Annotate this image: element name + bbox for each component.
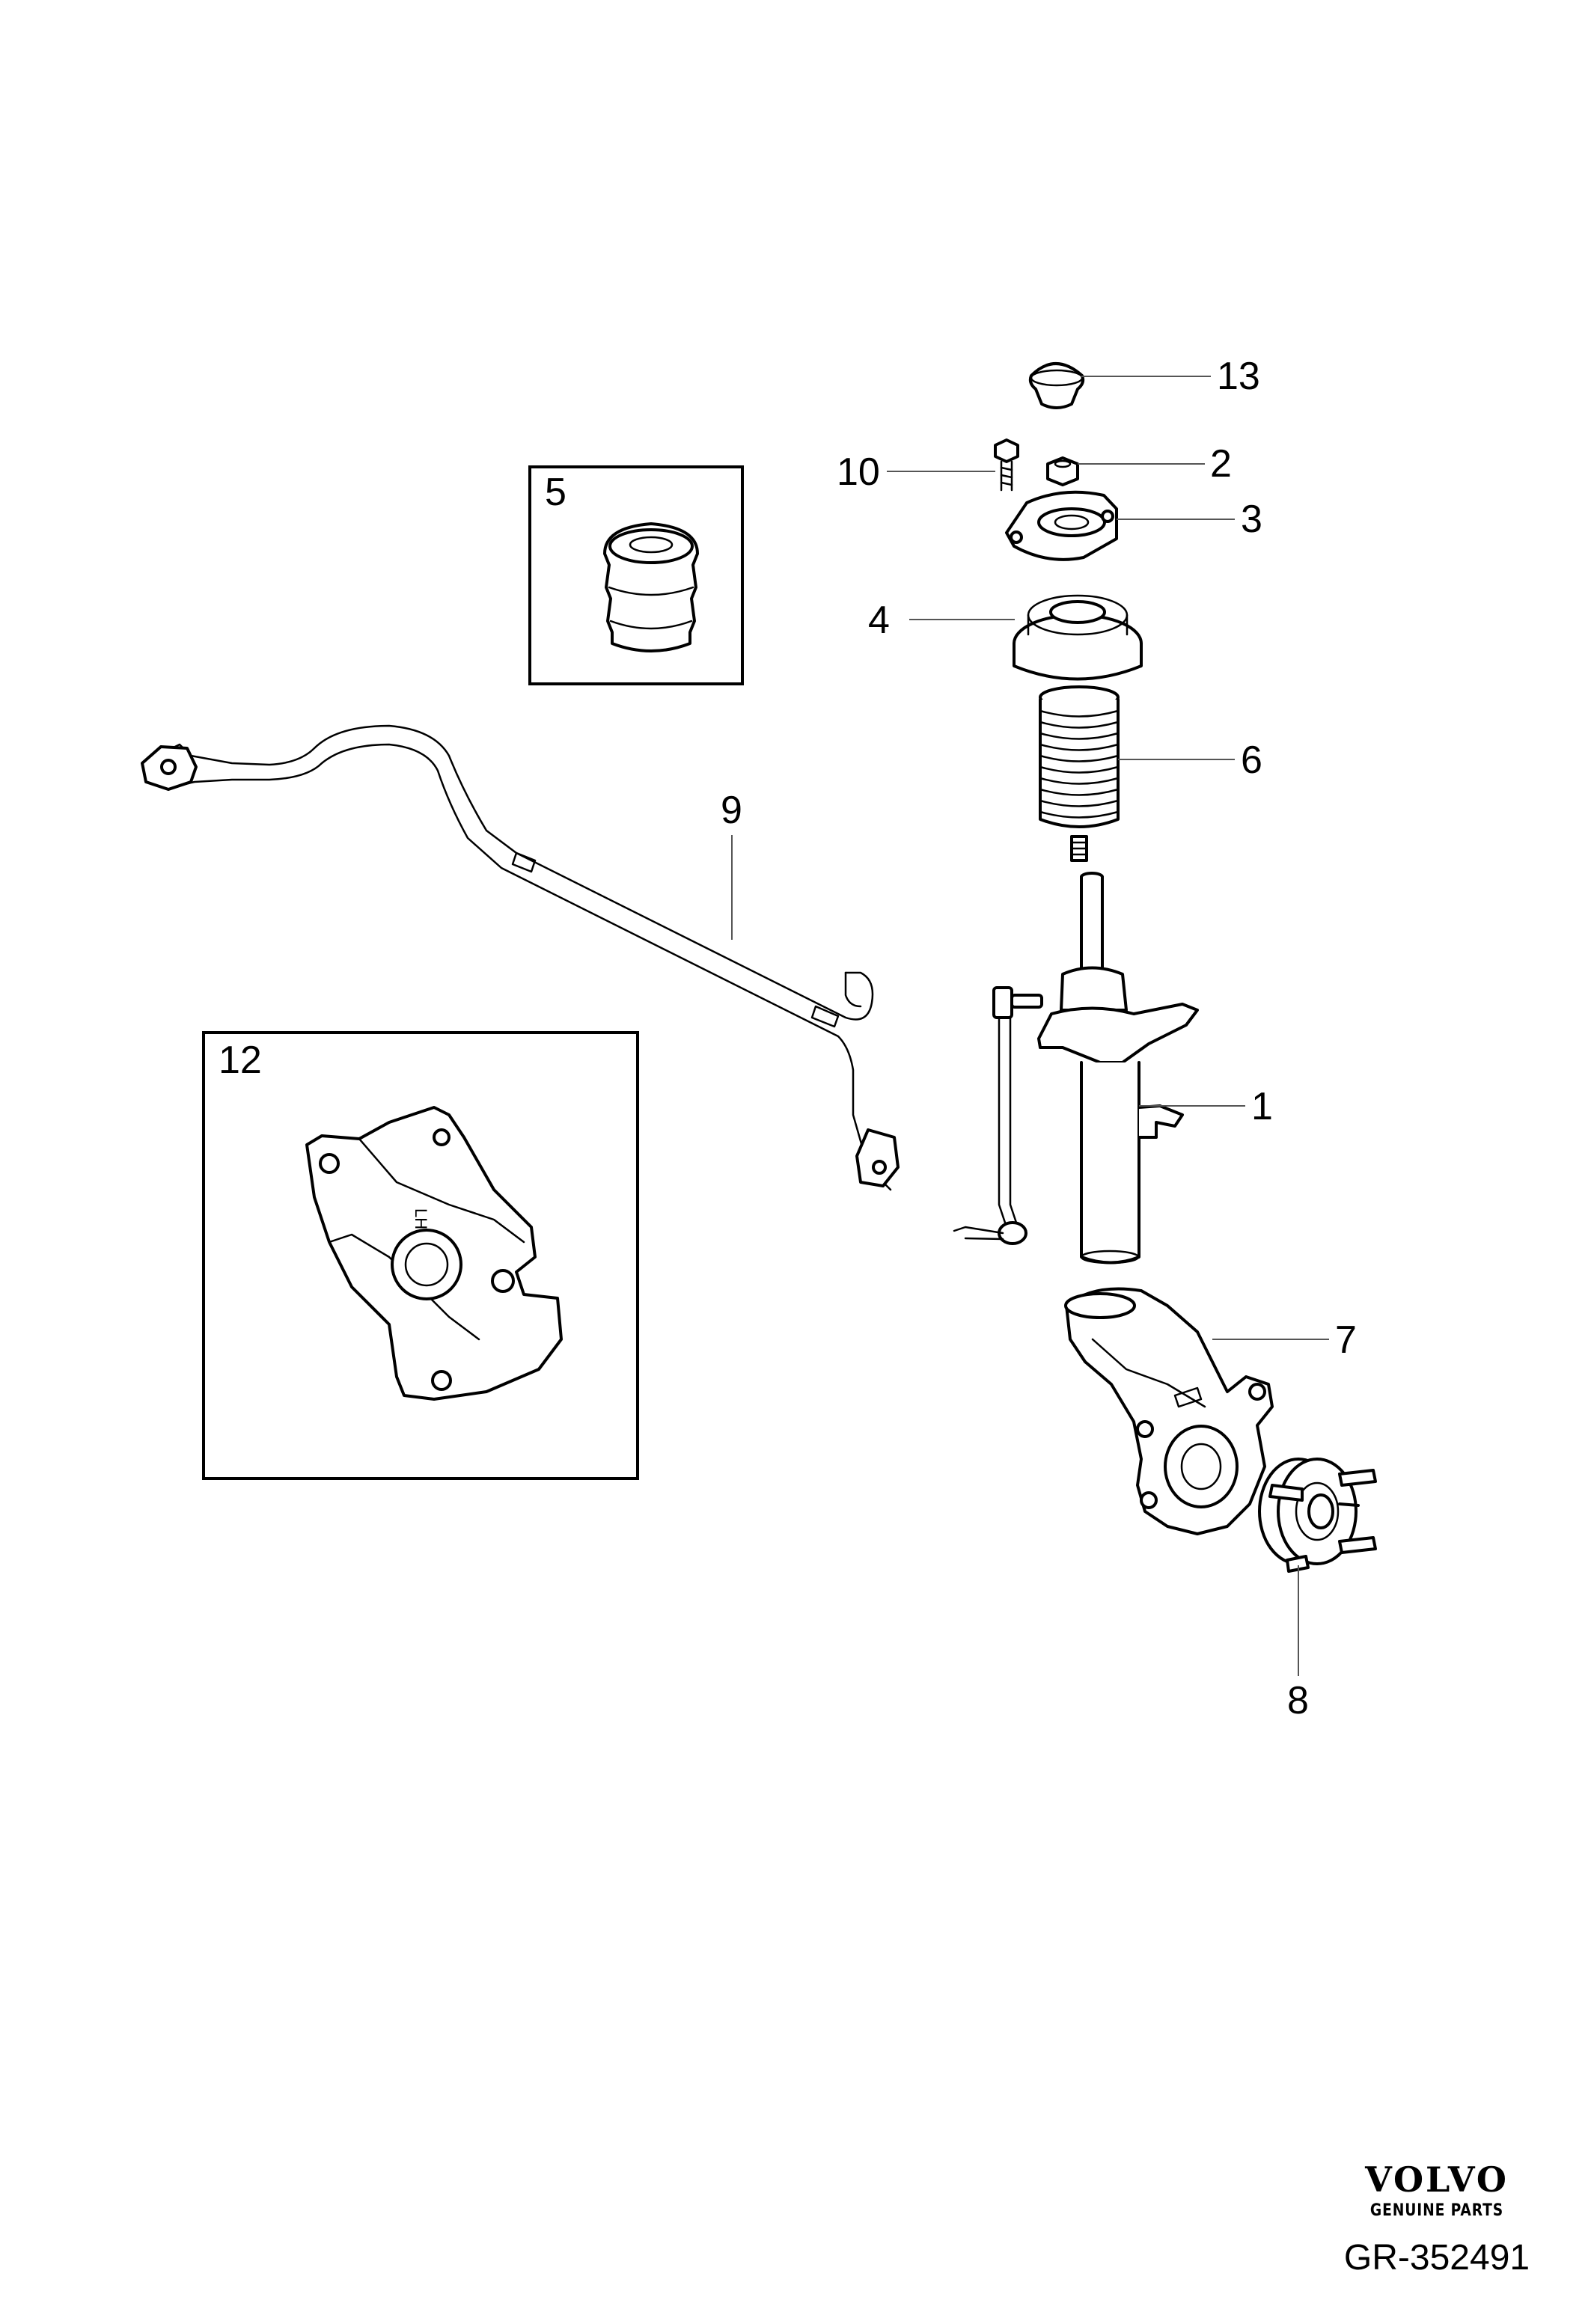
shock-absorber-1 [1037,872,1199,1265]
bolt-10 [994,438,1019,492]
stabilizer-bar [141,724,900,1191]
callout-9: 9 [721,789,742,832]
callout-3: 3 [1241,498,1262,541]
callout-2: 2 [1210,442,1232,486]
callout-7: 7 [1335,1318,1357,1362]
wheel-hub-8 [1258,1458,1377,1573]
callout-6: 6 [1241,739,1262,782]
inset-5: 5 [528,465,744,685]
callout-5: 5 [545,471,567,514]
bump-stop [603,522,699,652]
dust-boot-6 [1039,685,1120,862]
inset-12: 12 LH [202,1031,639,1480]
volvo-genuine-parts-logo: VOLVO GENUINE PARTS [1332,2162,1542,2220]
spring-seat-4 [1013,594,1143,681]
callout-13: 13 [1217,355,1260,398]
leader-lines [731,376,1329,1676]
stabilizer-link [953,986,1043,1245]
bracket-lh: LH [305,1106,563,1401]
reference-number: GR-352491 [1343,2238,1530,2278]
callout-8: 8 [1287,1679,1309,1722]
stamp-lh: LH [412,1208,430,1229]
callouts: 13 2 10 3 4 6 9 1 7 8 [721,355,1357,1722]
callout-10: 10 [837,450,880,494]
callout-12: 12 [219,1039,262,1082]
callout-1: 1 [1251,1085,1273,1128]
brand-logo: VOLVO [1365,2159,1509,2200]
strut-mount-3 [1005,490,1118,561]
nut-2 [1046,456,1079,486]
cap-13 [1028,362,1085,409]
brand-subtitle: GENUINE PARTS [1369,2201,1504,2220]
callout-4: 4 [868,599,890,642]
steering-knuckle-7 [1064,1287,1274,1535]
